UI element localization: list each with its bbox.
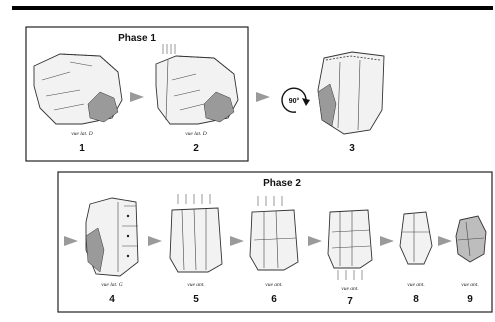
arrow-7-8 — [380, 236, 394, 246]
figure-1-number: 1 — [79, 143, 85, 154]
figure-4-drawing — [86, 198, 138, 276]
figure-8-drawing — [400, 212, 432, 264]
arrow-into-4 — [64, 236, 78, 246]
figure-7-caption: vue ant. — [341, 286, 358, 292]
figure-7-drawing — [328, 210, 372, 280]
phase2-title: Phase 2 — [263, 178, 301, 189]
figure-5-caption: vue ant. — [187, 282, 204, 288]
figure-4-caption: vue lat. G — [101, 282, 123, 288]
figure-7-number: 7 — [347, 296, 353, 307]
figure-3-drawing — [318, 52, 384, 134]
figure-5-number: 5 — [193, 294, 199, 305]
figure-5-drawing — [170, 194, 222, 272]
figure-9-number: 9 — [467, 294, 473, 305]
figure-2-number: 2 — [193, 143, 199, 154]
arrow-2-3 — [256, 92, 270, 102]
figure-1-drawing — [34, 54, 122, 124]
rotation-label: 90° — [289, 97, 300, 105]
top-rule — [12, 6, 493, 10]
figure-2-drawing — [156, 44, 238, 124]
phase1-title: Phase 1 — [118, 33, 156, 44]
figure-4-number: 4 — [109, 294, 115, 305]
arrow-8-9 — [438, 236, 452, 246]
arrow-4-5 — [148, 236, 162, 246]
figure-9-caption: vue ant. — [461, 282, 478, 288]
figure-3-number: 3 — [349, 143, 355, 154]
figure-8-caption: vue ant. — [407, 282, 424, 288]
figure-9-drawing — [456, 216, 486, 262]
arrow-1-2 — [130, 92, 144, 102]
figure-6-caption: vue ant. — [265, 282, 282, 288]
arrow-6-7 — [308, 236, 322, 246]
figure-2-caption: vue lat. D — [185, 131, 207, 137]
figure-1-caption: vue lat. D — [71, 131, 93, 137]
figure-6-drawing — [250, 196, 298, 270]
figure-8-number: 8 — [413, 294, 419, 305]
figure-6-number: 6 — [271, 294, 277, 305]
arrow-5-6 — [230, 236, 244, 246]
